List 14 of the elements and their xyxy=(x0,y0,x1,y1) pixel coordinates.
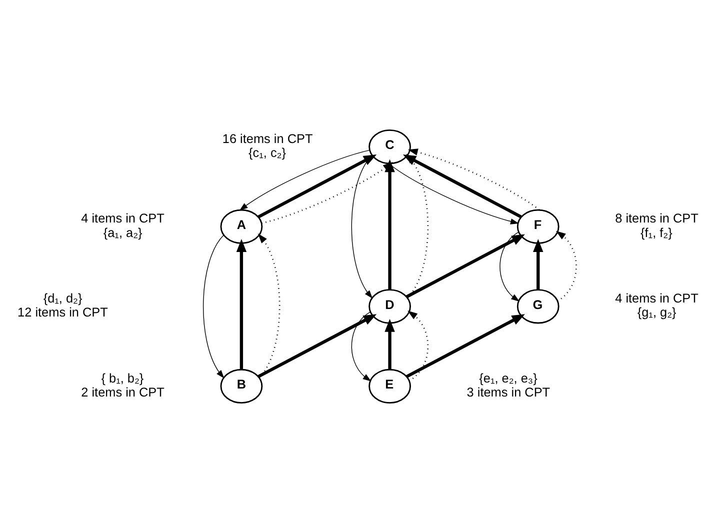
node-label: { b₁, b₂} xyxy=(101,370,144,385)
node-label: 4 items in CPT xyxy=(81,210,164,226)
node-label: 4 items in CPT xyxy=(615,290,698,305)
node-label: 8 items in CPT xyxy=(615,210,698,226)
node-label: {c₁, c₂} xyxy=(248,144,286,160)
node-label: {f₁, f₂} xyxy=(640,224,672,240)
node-label: 12 items in CPT xyxy=(18,304,108,320)
node-label: {e₁, e₂, e₃} xyxy=(479,370,538,385)
node-label: 3 items in CPT xyxy=(466,384,550,399)
node-label: {d₁, d₂} xyxy=(43,290,82,305)
node-label: 16 items in CPT xyxy=(222,130,313,146)
node-label: {g₁, g₂} xyxy=(637,304,676,320)
node-label: 2 items in CPT xyxy=(81,384,164,399)
node-label: {a₁, a₂} xyxy=(103,224,142,240)
